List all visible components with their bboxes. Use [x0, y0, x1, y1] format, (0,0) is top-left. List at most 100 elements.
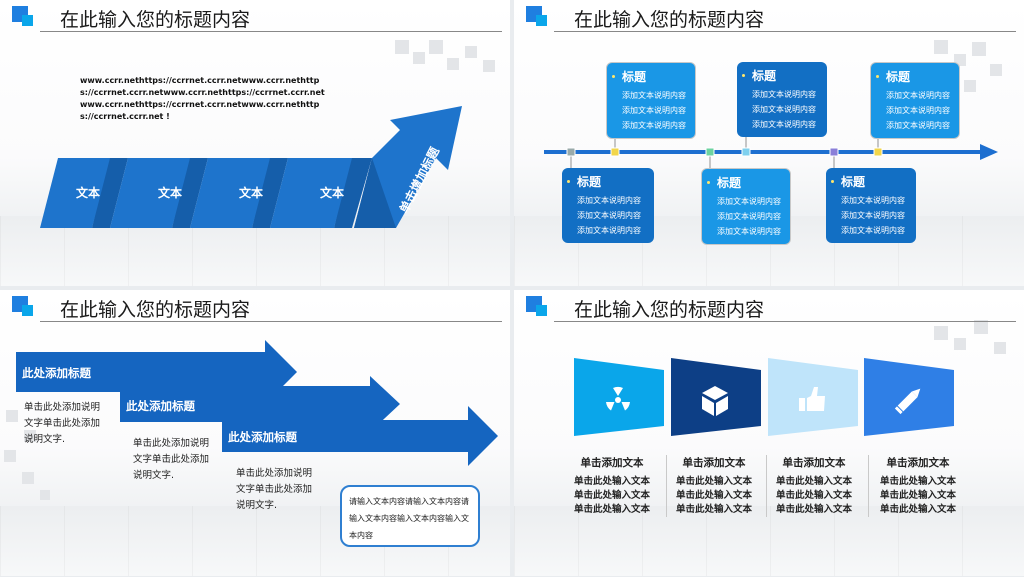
description-3: 单击此处添加说明文字单击此处添加说明文字. — [236, 468, 313, 511]
fold-4 — [334, 158, 372, 228]
thumbs-up-icon — [799, 387, 825, 411]
timeline-node — [741, 147, 751, 157]
box-line: 添加文本说明内容 — [886, 91, 950, 100]
header-square-accent-icon — [536, 15, 547, 26]
box-line: 添加文本说明内容 — [752, 120, 816, 129]
column-heading-3: 单击添加文本 — [782, 457, 846, 469]
column-line: 单击此处输入文本 — [573, 476, 650, 487]
box-line: 添加文本说明内容 — [577, 196, 641, 205]
radiation-icon — [606, 386, 630, 411]
box-title: 标题 — [752, 69, 777, 83]
slide-staircase-arrows[interactable]: 在此输入您的标题内容 此处添加标题 此处添加标题 此处添加标题 单击此处添加说明… — [0, 290, 510, 576]
header-square-accent-icon — [22, 15, 33, 26]
slide-arrow-steps[interactable]: 在此输入您的标题内容 www.ccrr.nethttps://ccrrnet.c… — [0, 0, 510, 286]
step-label-1: 文本 — [76, 185, 100, 200]
box-line: 添加文本说明内容 — [622, 91, 686, 100]
header-square-accent-icon — [22, 305, 33, 316]
box-line: 添加文本说明内容 — [622, 121, 686, 130]
column-line: 单击此处输入文本 — [879, 490, 956, 501]
column-line: 单击此处输入文本 — [879, 504, 956, 515]
column-line: 单击此处输入文本 — [775, 476, 852, 487]
slide-title: 在此输入您的标题内容 — [574, 9, 765, 31]
arrow-title-1: 此处添加标题 — [22, 366, 91, 380]
bullet-dot-icon — [876, 75, 879, 78]
column-line: 单击此处输入文本 — [879, 476, 956, 487]
box-line: 添加文本说明内容 — [577, 211, 641, 220]
box-line: 添加文本说明内容 — [841, 196, 905, 205]
timeline-node — [566, 147, 576, 157]
floor-background — [514, 506, 1024, 576]
arrow-step-3 — [222, 406, 498, 466]
column-lines-2: 单击此处输入文本 单击此处输入文本 单击此处输入文本 — [664, 475, 764, 517]
column-divider — [868, 455, 869, 517]
column-heading-1: 单击添加文本 — [580, 457, 644, 469]
column-lines-3: 单击此处输入文本 单击此处输入文本 单击此处输入文本 — [764, 475, 864, 517]
column-line: 单击此处输入文本 — [675, 490, 752, 501]
box-title: 标题 — [886, 70, 911, 84]
url-text: www.ccrr.nethttps://ccrrnet.ccrr.netwww.… — [80, 76, 325, 121]
box-title: 标题 — [577, 175, 602, 189]
column-lines-4: 单击此处输入文本 单击此处输入文本 单击此处输入文本 — [868, 475, 968, 517]
box-line: 添加文本说明内容 — [752, 105, 816, 114]
pencil-icon — [894, 388, 921, 415]
timeline-node — [610, 147, 620, 157]
column-divider — [666, 455, 667, 517]
fold-1 — [92, 158, 128, 228]
arrow-title-2: 此处添加标题 — [126, 399, 195, 413]
description-1: 单击此处添加说明文字单击此处添加说明文字. — [24, 402, 101, 445]
bullet-dot-icon — [831, 180, 834, 183]
timeline-box-top-1[interactable]: 标题 添加文本说明内容 添加文本说明内容 添加文本说明内容 — [606, 62, 696, 139]
box-title: 标题 — [622, 70, 647, 84]
fold-2 — [172, 158, 208, 228]
arrow-step-2 — [120, 376, 400, 432]
timeline-box-bottom-2[interactable]: 标题 添加文本说明内容 添加文本说明内容 添加文本说明内容 — [701, 168, 791, 245]
slide-timeline[interactable]: 在此输入您的标题内容 标题 添加文本说明内容 添加文本说明内容 添加文本说明内容… — [514, 0, 1024, 286]
column-line: 单击此处输入文本 — [675, 476, 752, 487]
timeline-axis — [544, 136, 998, 170]
bullet-dot-icon — [612, 75, 615, 78]
rising-arrow-shade — [354, 158, 396, 228]
step-label-3: 文本 — [239, 185, 263, 200]
box-line: 添加文本说明内容 — [752, 90, 816, 99]
box-line: 添加文本说明内容 — [717, 197, 781, 206]
cube-icon — [702, 386, 728, 416]
slide-title: 在此输入您的标题内容 — [574, 299, 765, 321]
feature-cards-graphic — [574, 358, 954, 436]
step-panel-3 — [190, 158, 270, 228]
box-line: 添加文本说明内容 — [577, 226, 641, 235]
title-underline — [554, 31, 1016, 32]
box-title: 标题 — [841, 175, 866, 189]
description-2: 单击此处添加说明文字单击此处添加说明文字. — [133, 438, 210, 481]
step-panel-4 — [270, 158, 352, 228]
box-title: 标题 — [717, 176, 742, 190]
arrow-steps-graphic: 文本 文本 文本 文本 单击增加标题 — [40, 106, 462, 228]
timeline-node — [829, 147, 839, 157]
fold-3 — [252, 158, 288, 228]
box-line: 添加文本说明内容 — [841, 226, 905, 235]
column-heading-2: 单击添加文本 — [682, 457, 746, 469]
timeline-box-top-3[interactable]: 标题 添加文本说明内容 添加文本说明内容 添加文本说明内容 — [870, 62, 960, 139]
column-line: 单击此处输入文本 — [573, 504, 650, 515]
box-line: 添加文本说明内容 — [622, 106, 686, 115]
step-label-4: 文本 — [320, 185, 344, 200]
timeline-box-bottom-1[interactable]: 标题 添加文本说明内容 添加文本说明内容 添加文本说明内容 — [562, 168, 654, 243]
timeline-node — [705, 147, 715, 157]
header-square-accent-icon — [536, 305, 547, 316]
column-line: 单击此处输入文本 — [675, 504, 752, 515]
box-line: 添加文本说明内容 — [841, 211, 905, 220]
column-line: 单击此处输入文本 — [775, 490, 852, 501]
slide-four-columns[interactable]: 在此输入您的标题内容 单击添加文本 单击添 — [514, 290, 1024, 576]
column-line: 单击此处输入文本 — [573, 490, 650, 501]
timeline-node — [873, 147, 883, 157]
timeline-box-top-2[interactable]: 标题 添加文本说明内容 添加文本说明内容 添加文本说明内容 — [737, 62, 827, 137]
column-heading-4: 单击添加文本 — [886, 457, 950, 469]
arrow-title-3: 此处添加标题 — [228, 430, 297, 444]
timeline-box-bottom-3[interactable]: 标题 添加文本说明内容 添加文本说明内容 添加文本说明内容 — [826, 168, 916, 243]
step-label-2: 文本 — [158, 185, 182, 200]
title-underline — [554, 321, 1016, 322]
staircase-arrows-graphic: 此处添加标题 此处添加标题 此处添加标题 — [16, 340, 498, 466]
note-box[interactable]: 请输入文本内容请输入文本内容请输入文本内容输入文本内容输入文本内容 — [340, 485, 480, 547]
card-1 — [574, 358, 664, 436]
slide-title: 在此输入您的标题内容 — [60, 9, 251, 31]
bullet-dot-icon — [742, 74, 745, 77]
